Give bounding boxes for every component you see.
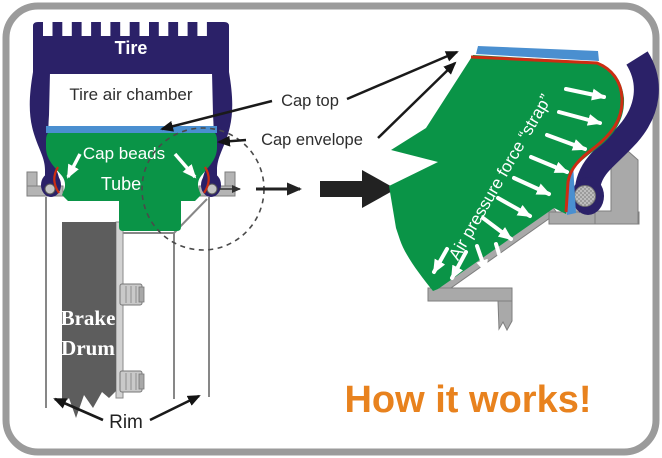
- cap-beads-arrow-right: [173, 152, 197, 179]
- cap-envelope-line-left: [217, 135, 247, 147]
- cap-top-strip: [46, 126, 217, 133]
- air-pressure-arrow: [545, 133, 587, 151]
- left-tire-diagram: Brake Drum: [26, 19, 265, 433]
- rim-arrow-right: [149, 394, 201, 422]
- detail-cap-envelope-line: [470, 55, 624, 213]
- air-pressure-arrow: [557, 110, 602, 126]
- cap-envelope-line-right: [377, 61, 457, 139]
- caption-text: How it works!: [344, 379, 591, 421]
- cap-top-line-right: [346, 50, 459, 101]
- air-pressure-arrow: [564, 87, 606, 101]
- brake-drum: [62, 222, 116, 418]
- detail-bead-wire-texture: [574, 185, 596, 207]
- zoom-arrow-large: [320, 170, 396, 208]
- cap-envelope-edge-left: [53, 166, 60, 194]
- cap-top-line-left: [160, 99, 273, 132]
- air-pressure-arrows: [432, 87, 606, 280]
- tube-label: Tube: [101, 174, 141, 194]
- cap-beads-arrow-left: [66, 153, 82, 179]
- rim-label: Rim: [109, 412, 143, 433]
- air-pressure-arrow: [432, 247, 449, 274]
- brake-drum-label-line2: Drum: [61, 336, 115, 360]
- detail-rim-stem: [497, 300, 513, 332]
- lug-bolt-top: [119, 283, 145, 306]
- air-pressure-arrow: [512, 176, 551, 196]
- cap-envelope-label: Cap envelope: [261, 131, 363, 149]
- air-pressure-arrow: [529, 155, 569, 174]
- air-pressure-arrow: [481, 216, 513, 241]
- air-pressure-arrow: [494, 242, 507, 273]
- air-chamber-label: Tire air chamber: [69, 85, 192, 104]
- cap-top-label: Cap top: [281, 92, 339, 110]
- rim-arrow-left: [53, 397, 104, 422]
- lug-bolt-bottom: [119, 370, 145, 393]
- callout-lines: Cap top Cap envelope: [160, 50, 459, 149]
- bead-wire-left: [44, 183, 56, 195]
- detail-rim-edge-bar: [427, 287, 513, 302]
- detail-cap-top-strip: [476, 46, 599, 61]
- cap-beads-label: Cap beads: [83, 144, 165, 163]
- air-pressure-arrow: [450, 250, 468, 280]
- zoom-arrows: [219, 170, 396, 208]
- brake-drum-label-line1: Brake: [61, 306, 116, 330]
- air-pressure-arrow: [496, 196, 532, 218]
- tire-tread-notches: [43, 19, 207, 36]
- cap-envelope-edge-right: [203, 166, 210, 194]
- air-pressure-arrow: [475, 244, 488, 274]
- tire-label: Tire: [115, 38, 148, 58]
